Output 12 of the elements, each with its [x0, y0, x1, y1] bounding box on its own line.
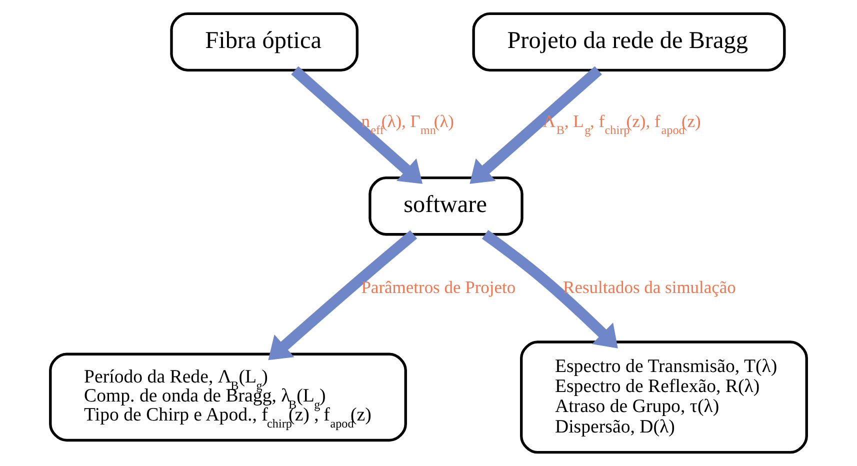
node-box: software: [368, 176, 524, 236]
edge-label: Parâmetros de Projeto: [361, 276, 516, 297]
node-box: Espectro de Transmisão, T(λ) Espectro de Reflexão, R(λ) Atraso de Grupo, τ(λ) Dispersão, D(λ): [520, 340, 808, 454]
edge-label: Resultados da simulação: [563, 276, 736, 297]
arrow: [482, 230, 618, 348]
node-box: Projeto da rede de Bragg: [472, 12, 786, 72]
arrow: [291, 66, 422, 184]
arrow: [268, 230, 418, 360]
node-box: Fibra óptica: [170, 12, 359, 72]
node-box: Período da Rede, Λ$_{B}$(L$_{g}$) Comp. de onda de Bragg, λ$_{B}$(L$_{g}$) Tipo de Chirp e Apod., f$_{chirp}$(z) , f$_{apod}$(z): [49, 352, 407, 442]
edge-label: n$_{eff}$(λ), Γ$_{mn}$(λ): [361, 111, 454, 138]
arrow: [470, 66, 602, 184]
